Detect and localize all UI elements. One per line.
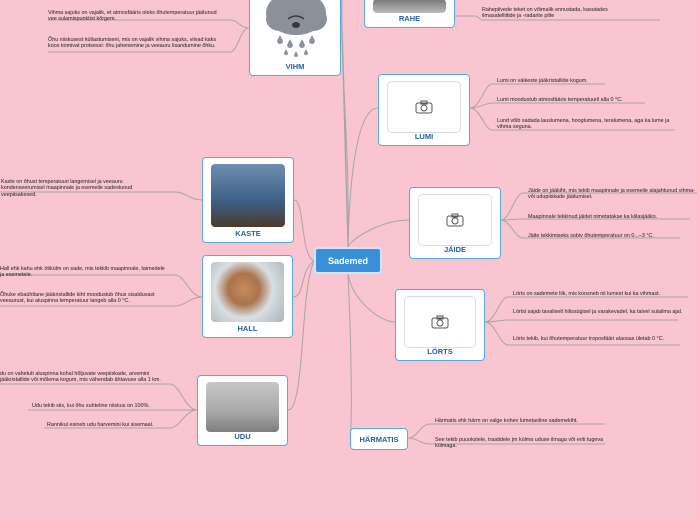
hail-photo [373, 0, 446, 13]
note-lumi-2: Lumi moodustub atmosfääris temperatuuril… [497, 97, 623, 103]
node-vihm[interactable]: VIHM [249, 0, 341, 76]
node-label: LÖRTS [427, 347, 453, 356]
note-jaide-2: Maapinnale tekkinud jäidet nimetatakse k… [528, 214, 658, 220]
node-label: KASTE [235, 229, 261, 238]
camera-icon [415, 100, 433, 114]
node-label: RAHE [398, 14, 421, 23]
note-rahe-1: Rahepilvede teket on võimalik ennustada,… [482, 7, 608, 20]
note-lorts-2: Lörtsi sajab tavaliselt hilissügisel ja … [513, 309, 683, 315]
note-jaide-1: Jäide on jääkiht, mis tekib maapinnale j… [528, 188, 695, 201]
node-lumi[interactable]: LUMI [378, 74, 470, 146]
note-harmatis-1: Härmatis ehk härm on valge kohev lumetao… [435, 418, 578, 424]
central-topic[interactable]: Sademed [314, 247, 382, 274]
note-harmatis-2: See tekib puuokstele, traatidele jm külm… [435, 437, 604, 450]
node-label: HALL [237, 324, 258, 333]
node-label: UDU [234, 432, 251, 441]
note-hall-1: Hall ehk kahu ehk ötikülm on sade, mis t… [0, 266, 165, 279]
note-udu-3: Rannikul esineb udu harvemini kui sisema… [47, 422, 154, 428]
camera-icon [446, 213, 464, 227]
node-rahe[interactable]: RAHE [364, 0, 455, 28]
note-hall-2: Õhuke ebaühtlane jääkristallide kiht moo… [0, 292, 155, 305]
node-udu[interactable]: UDU [197, 375, 288, 446]
node-label: VIHM [285, 62, 305, 71]
dew-photo [211, 164, 285, 227]
note-vihm-1: Vihma sajuks on vajalik, et atmosfääris … [48, 10, 217, 23]
note-jaide-3: Jäite tekkimiseks sobiv õhutemperatuur o… [528, 233, 654, 239]
frost-photo [211, 262, 284, 322]
rain-cloud-icon [266, 0, 327, 57]
note-udu-2: Udu tekib siis, kui õhu suhteline niisku… [32, 403, 150, 409]
note-lorts-1: Lörts on sademete liik, mis koosneb nii … [513, 291, 661, 297]
note-lorts-3: Lörts tekib, kui õhutemperatuur troposfä… [513, 336, 665, 342]
image-placeholder[interactable] [418, 194, 492, 246]
node-kaste[interactable]: KASTE [202, 157, 294, 243]
note-kaste-1: Kaste on õhust temperatuuri langemisel j… [1, 179, 133, 198]
node-lorts[interactable]: LÖRTS [395, 289, 485, 361]
node-hall[interactable]: HALL [202, 255, 293, 338]
image-placeholder[interactable] [404, 296, 476, 348]
node-jaide[interactable]: JÄIDE [409, 187, 501, 259]
node-label: JÄIDE [443, 245, 467, 254]
note-udu-1: du on vahetult aluspinna kohal hõljuvate… [0, 371, 161, 384]
node-label: LUMI [414, 132, 434, 141]
node-harmatis[interactable]: HÄRMATIS [350, 428, 408, 450]
note-vihm-2: Õhu niiskusest küllastumiseni, mis on va… [48, 37, 217, 50]
camera-icon [431, 315, 449, 329]
note-lumi-3: Lund võib sadada lauslumena, hooglumena,… [497, 118, 670, 131]
image-placeholder[interactable] [387, 81, 461, 133]
note-lumi-1: Lumi on väikeste jääkristallide kogum. [497, 78, 588, 84]
fog-photo [206, 382, 279, 432]
